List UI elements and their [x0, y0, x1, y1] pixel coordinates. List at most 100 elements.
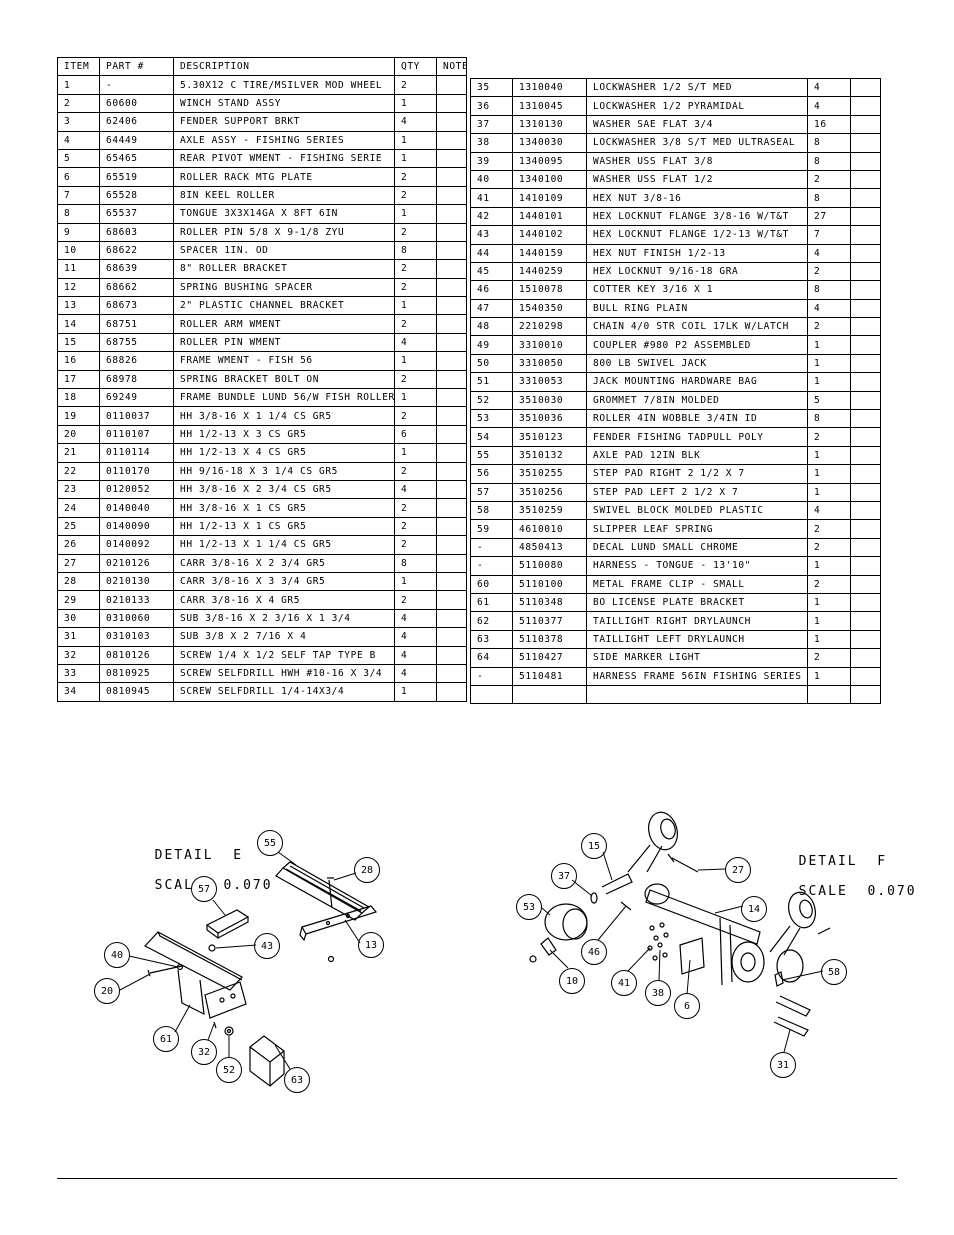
- note-cell: [850, 684, 881, 705]
- u-bolt-part: [775, 995, 811, 1017]
- roller-pin-part: [601, 873, 633, 895]
- callout-e-52: 52: [216, 1057, 242, 1083]
- license-bracket-part: [204, 981, 247, 1019]
- page-bottom-rule: [57, 1178, 897, 1179]
- detail-f-scale: SCALE 0.070: [798, 884, 917, 899]
- callout-e-55: 55: [257, 830, 283, 856]
- callout-f-41: 41: [611, 970, 637, 996]
- callout-f-27: 27: [725, 857, 751, 883]
- frame-bracket-part: [144, 931, 243, 991]
- callout-e-32: 32: [191, 1039, 217, 1065]
- note-cell: [436, 682, 467, 702]
- callout-e-57: 57: [191, 876, 217, 902]
- callout-f-53: 53: [516, 894, 542, 920]
- table-row: [470, 684, 881, 705]
- wobble-roller-part: [648, 811, 678, 851]
- axle-pad-part: [275, 867, 363, 921]
- locknut-part: [327, 955, 335, 963]
- detail-f-title-line1: DETAIL F: [798, 854, 888, 869]
- detail-e-scale: SCALE 0.070: [154, 878, 273, 893]
- callout-e-43: 43: [254, 933, 280, 959]
- detail-e-title-line1: DETAIL E: [154, 848, 244, 863]
- callout-e-20: 20: [94, 978, 120, 1004]
- callout-f-10: 10: [559, 968, 585, 994]
- detail-e-title: DETAIL E SCALE 0.070: [135, 833, 273, 893]
- callout-f-58: 58: [821, 959, 847, 985]
- callout-f-37: 37: [551, 863, 577, 889]
- callout-e-13: 13: [358, 932, 384, 958]
- callout-f-38: 38: [645, 980, 671, 1006]
- callout-e-61: 61: [153, 1026, 179, 1052]
- grommet-part: [224, 1026, 234, 1036]
- channel-bracket-part: [301, 905, 378, 935]
- callout-f-14: 14: [741, 896, 767, 922]
- spacer-part: [540, 937, 557, 956]
- detail-f-title: DETAIL F SCALE 0.070: [779, 839, 917, 899]
- callout-e-63: 63: [284, 1067, 310, 1093]
- callout-f-31: 31: [770, 1052, 796, 1078]
- roller-arm-part: [645, 889, 761, 945]
- callout-e-40: 40: [104, 942, 130, 968]
- mounting-plate-part: [679, 937, 705, 975]
- detail-f-drawing: [529, 811, 831, 1037]
- header-note: NOTE: [436, 56, 467, 77]
- callout-f-15: 15: [581, 833, 607, 859]
- callout-f-46: 46: [581, 939, 607, 965]
- callout-e-28: 28: [354, 857, 380, 883]
- carriage-bolt-part: [327, 877, 334, 909]
